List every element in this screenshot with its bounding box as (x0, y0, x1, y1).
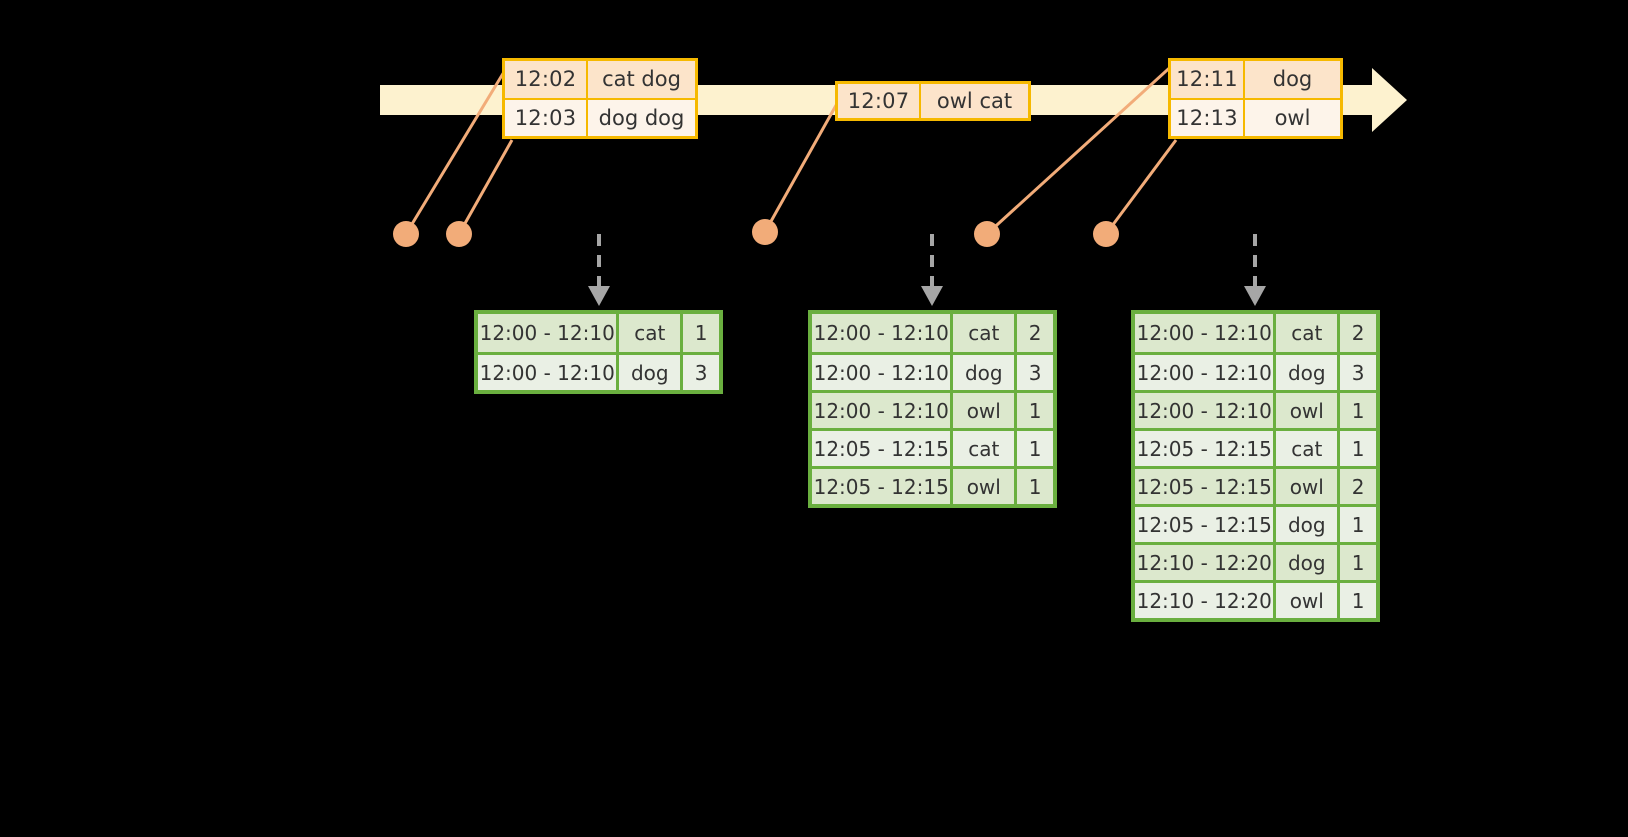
cell-count: 1 (1028, 436, 1042, 461)
cell-window: 12:05 - 12:15 (1135, 431, 1277, 466)
cell-window: 12:00 - 12:10 (1135, 355, 1277, 390)
cell-window: 12:00 - 12:10 (812, 393, 954, 428)
event-dot-1207 (752, 219, 778, 245)
event-row: 12:11 dog (1171, 61, 1340, 98)
timeline-arrowhead-icon (1372, 68, 1407, 132)
event-dot-1203-b (446, 221, 472, 247)
cell-count: 2 (1351, 321, 1365, 345)
cell-window: 12:00 - 12:10 (478, 355, 620, 390)
cell-window: 12:05 - 12:15 (1135, 507, 1277, 542)
cell-key: dog (953, 355, 1018, 390)
event-dot-1213 (1093, 221, 1119, 247)
event-words: dog (1272, 67, 1313, 92)
event-time: 12:13 (1171, 99, 1245, 136)
cell-count: 1 (1351, 436, 1365, 461)
cell-key: cat (1276, 431, 1341, 466)
event-words: owl (1274, 105, 1311, 130)
cell-window: 12:10 - 12:20 (1135, 583, 1277, 618)
cell-count: 1 (1351, 588, 1365, 613)
cell-window: 12:05 - 12:15 (812, 469, 954, 504)
cell-window: 12:00 - 12:10 (812, 355, 954, 390)
cell-key: owl (1276, 469, 1341, 504)
cell-key: owl (1276, 583, 1341, 618)
event-box-1202-1203[interactable]: 12:02 cat dog 12:03 dog dog (502, 58, 698, 139)
cell-key: dog (1276, 545, 1341, 580)
cell-key: cat (619, 314, 684, 352)
event-time: 12:03 (505, 99, 588, 136)
cell-window: 12:00 - 12:10 (1135, 314, 1277, 352)
cell-key: cat (953, 314, 1018, 352)
cell-count: 1 (1351, 550, 1365, 575)
cell-count: 2 (1351, 474, 1365, 499)
cell-count: 1 (694, 321, 708, 345)
cell-count: 1 (1351, 398, 1365, 423)
cell-window: 12:00 - 12:10 (478, 314, 620, 352)
cell-key: cat (953, 431, 1018, 466)
cell-key: owl (953, 469, 1018, 504)
event-time: 12:11 (1171, 61, 1245, 98)
cell-window: 12:00 - 12:10 (1135, 393, 1277, 428)
cell-window: 12:10 - 12:20 (1135, 545, 1277, 580)
cell-count: 3 (1028, 360, 1042, 385)
cell-count: 1 (1351, 512, 1365, 537)
event-row: 12:03 dog dog (505, 97, 695, 136)
cell-count: 1 (1028, 474, 1042, 499)
cell-count: 2 (1028, 321, 1042, 345)
cell-count: 1 (1028, 398, 1042, 423)
cell-window: 12:00 - 12:10 (812, 314, 954, 352)
event-words: owl cat (936, 89, 1013, 113)
event-row: 12:13 owl (1171, 97, 1340, 136)
event-dot-1202-a (393, 221, 419, 247)
cell-key: owl (953, 393, 1018, 428)
event-dot-1211 (974, 221, 1000, 247)
cell-key: dog (619, 355, 684, 390)
cell-count: 3 (1351, 360, 1365, 385)
cell-count: 3 (694, 360, 708, 385)
cell-key: dog (1276, 355, 1341, 390)
event-words: cat dog (602, 67, 681, 92)
event-row: 12:02 cat dog (505, 61, 695, 98)
event-time: 12:07 (838, 84, 921, 118)
event-box-1211-1213[interactable]: 12:11 dog 12:13 owl (1168, 58, 1343, 139)
cell-key: owl (1276, 393, 1341, 428)
event-box-1207[interactable]: 12:07 owl cat (835, 81, 1031, 121)
event-words: dog dog (598, 105, 685, 130)
cell-key: dog (1276, 507, 1341, 542)
cell-key: cat (1276, 314, 1341, 352)
cell-window: 12:05 - 12:15 (812, 431, 954, 466)
cell-window: 12:05 - 12:15 (1135, 469, 1277, 504)
event-row: 12:07 owl cat (838, 84, 1028, 118)
event-time: 12:02 (505, 61, 588, 98)
